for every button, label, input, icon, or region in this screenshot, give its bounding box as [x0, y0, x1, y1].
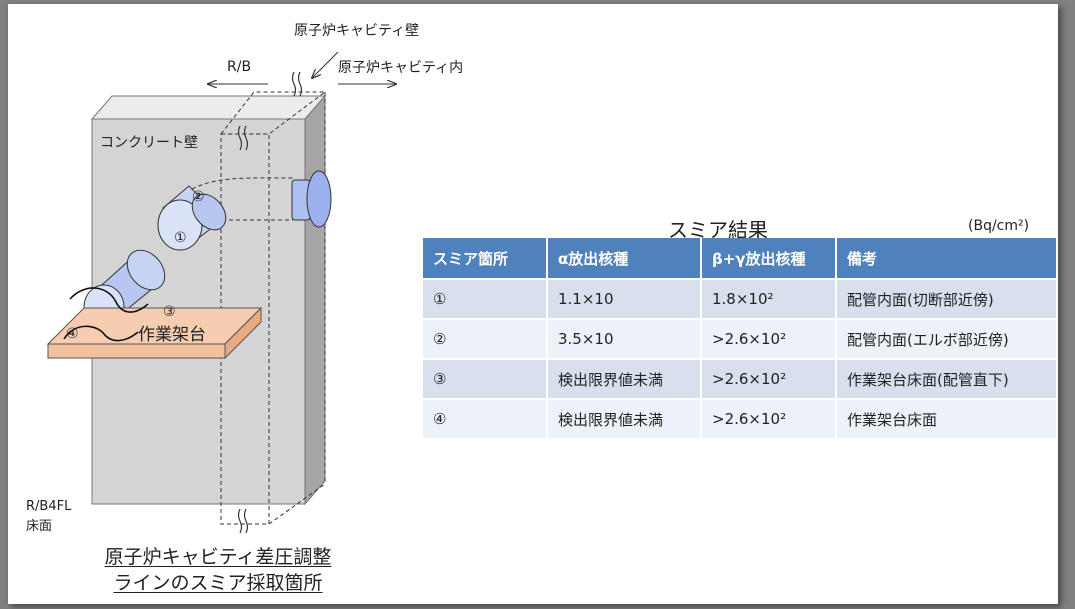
cell-remarks: 配管内面(エルボ部近傍) [837, 318, 1056, 358]
cavity-wall-label: 原子炉キャビティ壁 [294, 23, 420, 39]
header-remarks: 備考 [837, 238, 1056, 278]
platform-label: 作業架台 [138, 325, 206, 345]
caption-line-2: ラインのスミア採取箇所 [113, 572, 323, 594]
cell-alpha: 3.5×10 [548, 318, 702, 358]
cut-pipe-far-end [126, 249, 166, 291]
rb-label: R/B [227, 59, 252, 75]
marker-1: ① [174, 230, 187, 246]
diagram-caption: 原子炉キャビティ差圧調整 ラインのスミア採取箇所 [78, 544, 358, 596]
cell-beta-gamma: >2.6×10² [702, 358, 837, 398]
cell-remarks: 作業架台床面(配管直下) [837, 358, 1056, 398]
header-beta-gamma: β+γ放出核種 [702, 238, 837, 278]
results-unit: (Bq/cm²) [968, 218, 1030, 234]
cell-remarks: 作業架台床面 [837, 398, 1056, 438]
pipe-flange-face [306, 170, 332, 228]
marker-2: ② [192, 189, 205, 205]
table-row: ① 1.1×10 1.8×10² 配管内面(切断部近傍) [423, 278, 1056, 318]
cell-location: ① [423, 278, 548, 318]
header-alpha: α放出核種 [548, 238, 702, 278]
elbow-pipe-back [191, 193, 227, 231]
floor-label-line2: 床面 [26, 519, 53, 534]
floor-label-line1: R/B4FL [26, 499, 72, 514]
cell-alpha: 検出限界値未満 [548, 358, 702, 398]
cell-location: ② [423, 318, 548, 358]
work-platform-side [224, 306, 262, 360]
cell-location: ④ [423, 398, 548, 438]
wall-break-marks [237, 71, 303, 534]
cavity-wall-outline [219, 91, 327, 525]
cell-remarks: 配管内面(切断部近傍) [837, 278, 1056, 318]
table-row: ③ 検出限界値未満 >2.6×10² 作業架台床面(配管直下) [423, 358, 1056, 398]
caption-line-1: 原子炉キャビティ差圧調整 [104, 546, 332, 568]
cell-location: ③ [423, 358, 548, 398]
header-location: スミア箇所 [423, 238, 548, 278]
marker-4: ④ [66, 326, 79, 342]
cell-alpha: 1.1×10 [548, 278, 702, 318]
smear-results-table: スミア箇所 α放出核種 β+γ放出核種 備考 ① 1.1×10 1.8×10² … [423, 238, 1056, 438]
cell-beta-gamma: >2.6×10² [702, 398, 837, 438]
cavity-inside-label: 原子炉キャビティ内 [338, 60, 464, 76]
pipe-hidden-path [191, 177, 294, 221]
slide: 原子炉キャビティ壁 R/B 原子炉キャビティ内 コンクリート壁 ② ① ③ ④ … [8, 4, 1058, 604]
marker-3: ③ [163, 304, 176, 320]
concrete-wall-top [90, 95, 327, 120]
cavity-wall-leader [312, 51, 339, 78]
concrete-wall-label: コンクリート壁 [100, 135, 198, 151]
cell-beta-gamma: 1.8×10² [702, 278, 837, 318]
cell-beta-gamma: >2.6×10² [702, 318, 837, 358]
table-row: ④ 検出限界値未満 >2.6×10² 作業架台床面 [423, 398, 1056, 438]
cell-alpha: 検出限界値未満 [548, 398, 702, 438]
work-platform-edge [47, 343, 226, 359]
smear-location-diagram [46, 51, 568, 534]
concrete-wall-side [304, 94, 326, 506]
smear-swirls [63, 287, 149, 342]
table-row: ② 3.5×10 >2.6×10² 配管内面(エルボ部近傍) [423, 318, 1056, 358]
table-header-row: スミア箇所 α放出核種 β+γ放出核種 備考 [423, 238, 1056, 278]
